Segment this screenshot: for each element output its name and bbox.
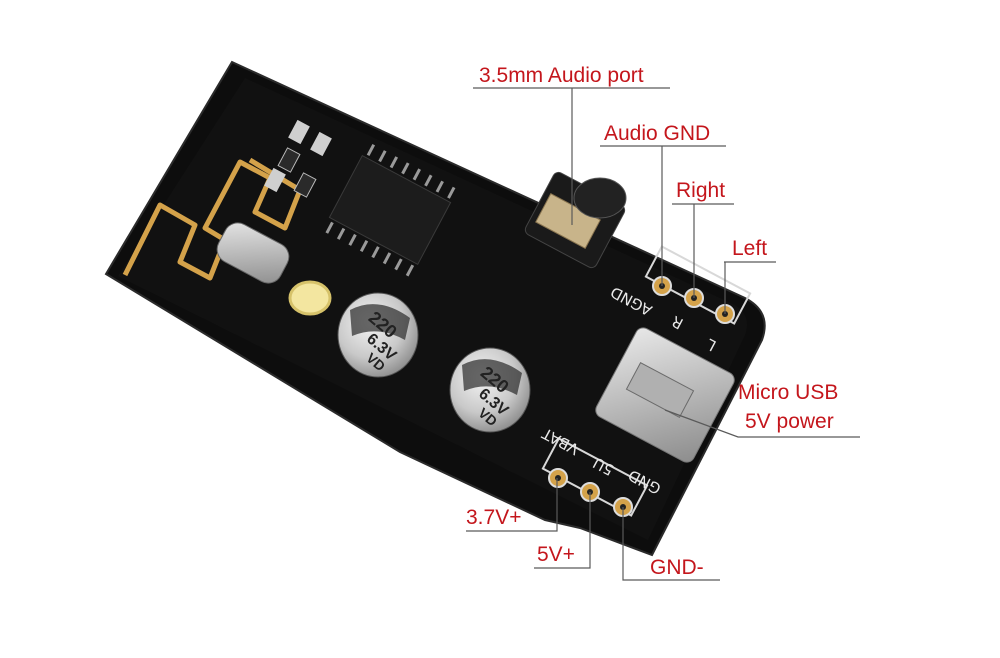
callout-audio-gnd: Audio GND — [604, 122, 710, 145]
audio-jack — [524, 171, 627, 269]
callout-usb-line1: Micro USB — [738, 381, 838, 404]
capacitor-1: 220 6.3V VD — [337, 292, 419, 378]
callout-3v7: 3.7V+ — [466, 506, 521, 529]
smd-components — [264, 119, 332, 198]
antenna-trace — [122, 157, 303, 281]
capacitor-2: 220 6.3V VD — [449, 347, 531, 433]
callout-left: Left — [732, 237, 767, 260]
callout-usb-line2: 5V power — [745, 410, 834, 433]
callout-gnd: GND- — [650, 556, 704, 579]
callout-right: Right — [676, 179, 725, 202]
callout-5v: 5V+ — [537, 543, 575, 566]
status-led — [288, 280, 332, 316]
main-chip — [325, 144, 456, 277]
callout-audio-port: 3.5mm Audio port — [479, 64, 644, 87]
leader-lines — [466, 87, 860, 581]
crystal-oscillator — [216, 222, 290, 284]
micro-usb-connector — [595, 327, 735, 463]
callouts: 3.5mm Audio port Audio GND Right Left Mi… — [466, 64, 838, 579]
